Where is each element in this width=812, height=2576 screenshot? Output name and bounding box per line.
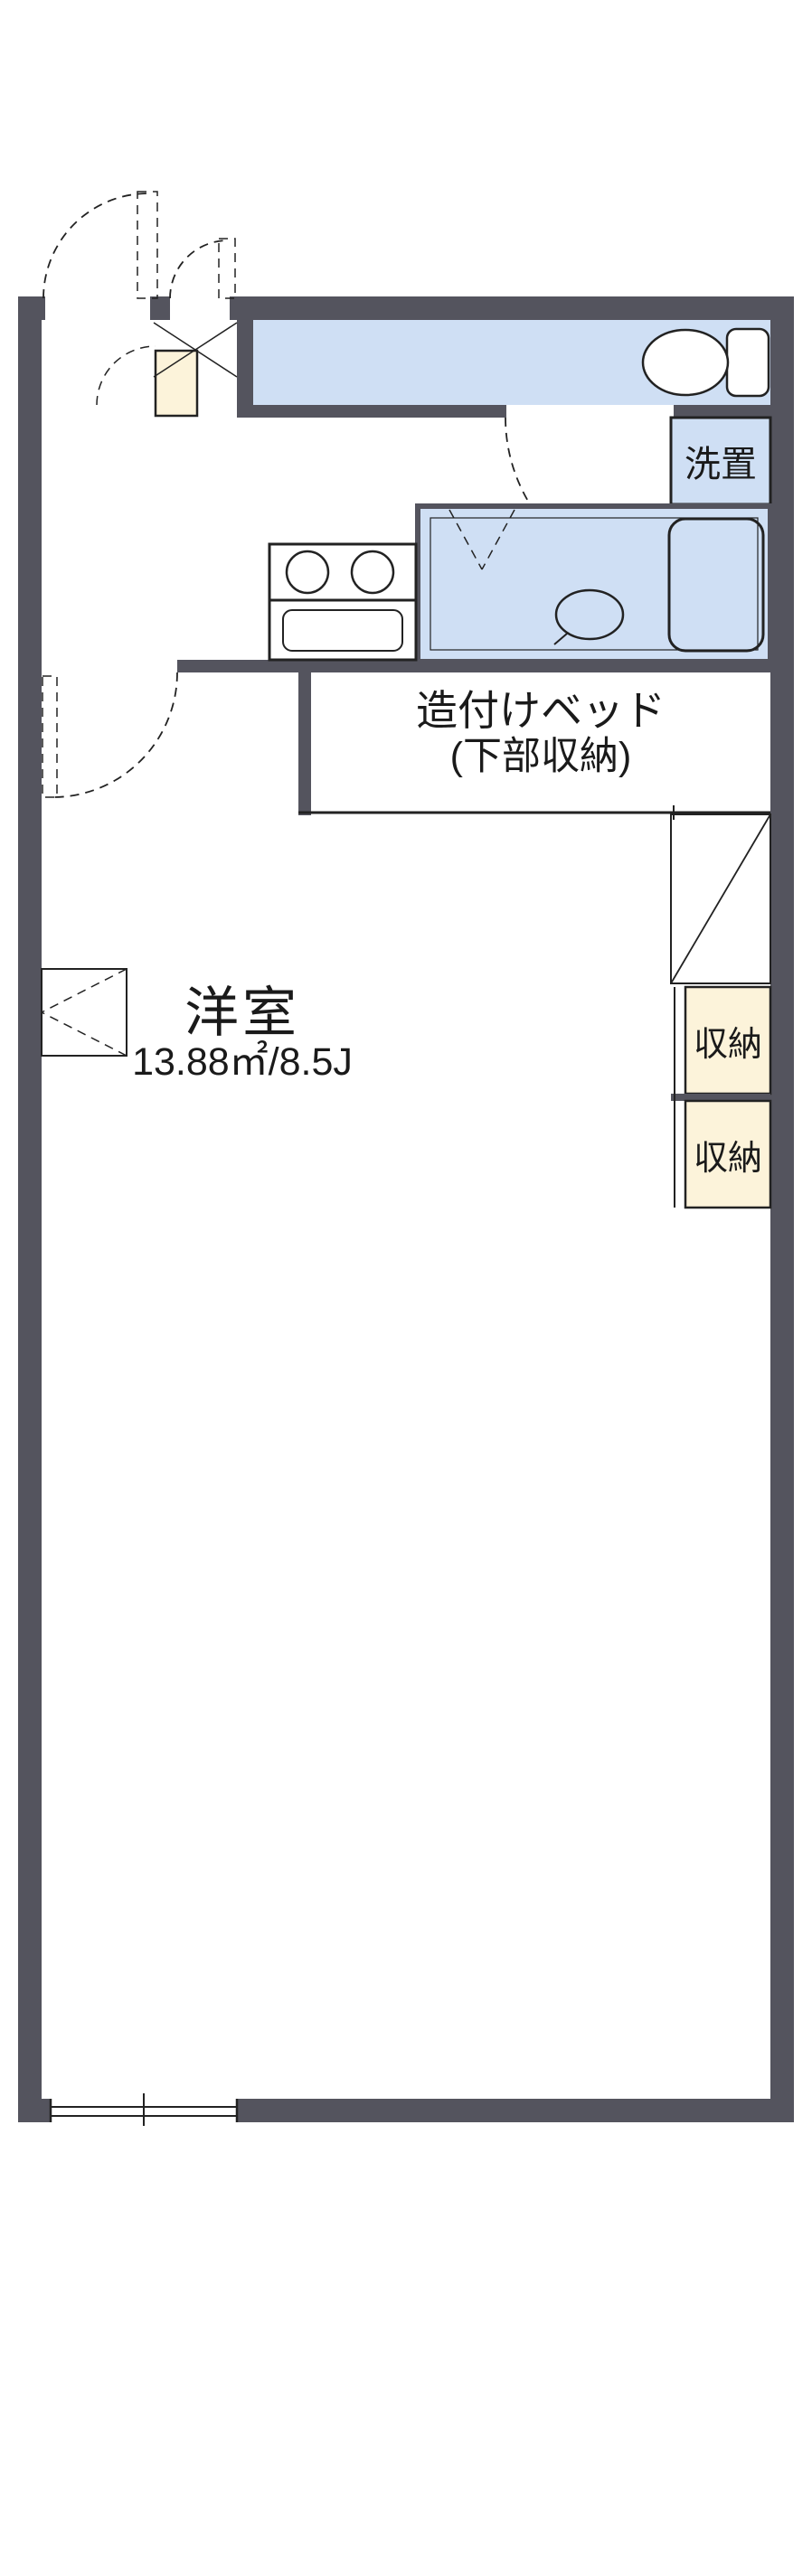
bed-room (298, 805, 770, 820)
bay-window-diagonal-1 (41, 968, 127, 1013)
left-wall (18, 296, 42, 2122)
main-room-door (42, 672, 178, 798)
bottom-window (49, 2093, 239, 2126)
washer-space-box (669, 416, 772, 506)
secondary-door-leaf (218, 238, 236, 299)
bay-window-symbol (41, 968, 127, 1057)
bathroom (415, 503, 773, 664)
entrance-door-swing (42, 191, 236, 299)
bay-window-diagonal-2 (41, 1011, 127, 1057)
built-in-bed-label-line1: 造付けベッド (416, 687, 666, 734)
main-room-name-label: 洋室 (184, 982, 300, 1043)
entrance-inner-door-arc (96, 345, 156, 406)
shoe-cabinet-cross-line-2 (153, 322, 238, 378)
storage-upper-label: 収納 (693, 1025, 762, 1064)
entrance-step (154, 349, 199, 418)
storage-closets (671, 985, 772, 1209)
toilet-tank (725, 327, 770, 398)
bathroom-floor (415, 503, 773, 664)
storage-divider-wall (671, 1094, 770, 1101)
sink-bowl (282, 609, 403, 652)
main-room-door-leaf (42, 675, 58, 798)
stove-burner-left (285, 550, 330, 595)
refrigerator-space-diagonal (670, 813, 771, 984)
main-room-size-label: 13.88㎡/8.5J (132, 1040, 353, 1084)
hall-wall-left (237, 405, 506, 418)
bed-room-left-wall (298, 660, 311, 815)
top-wall-segment-right (230, 296, 794, 320)
storage-lower-box (684, 1099, 772, 1209)
refrigerator-space (670, 813, 771, 984)
top-wall-segment-left (18, 296, 45, 320)
bath-folding-door-line-2 (481, 509, 515, 570)
storage-upper-box (684, 985, 772, 1095)
bath-basin (554, 588, 625, 641)
top-wall-segment-middle (150, 296, 170, 320)
washer-space (505, 416, 772, 584)
bathtub (667, 517, 765, 653)
entrance-area (96, 322, 238, 418)
bath-folding-door-line-1 (448, 509, 483, 570)
right-wall (770, 296, 794, 2122)
washer-space-label: 洗置 (685, 445, 757, 484)
main-room-door-arc (52, 672, 178, 798)
secondary-door-arc (169, 240, 229, 299)
bathroom-inner-wall-line (430, 517, 759, 651)
entrance-toilet-divider-wall (237, 320, 253, 407)
built-in-bed-label: 造付けベッド (下部収納) (311, 687, 770, 780)
entrance-door-leaf (137, 191, 158, 299)
storage-lower-label: 収納 (693, 1139, 762, 1178)
bath-drain-line (553, 633, 568, 645)
toilet-bowl (641, 328, 730, 397)
toilet-room (253, 320, 770, 405)
interior-walls (177, 320, 770, 815)
entrance-door-arc (42, 193, 149, 299)
refrigerator-space-box (670, 813, 771, 984)
stove-burner-right (350, 550, 395, 595)
kitchen-counter (268, 542, 418, 662)
hall-wall-right (674, 405, 770, 418)
built-in-bed-label-line2: (下部収納) (449, 735, 632, 779)
